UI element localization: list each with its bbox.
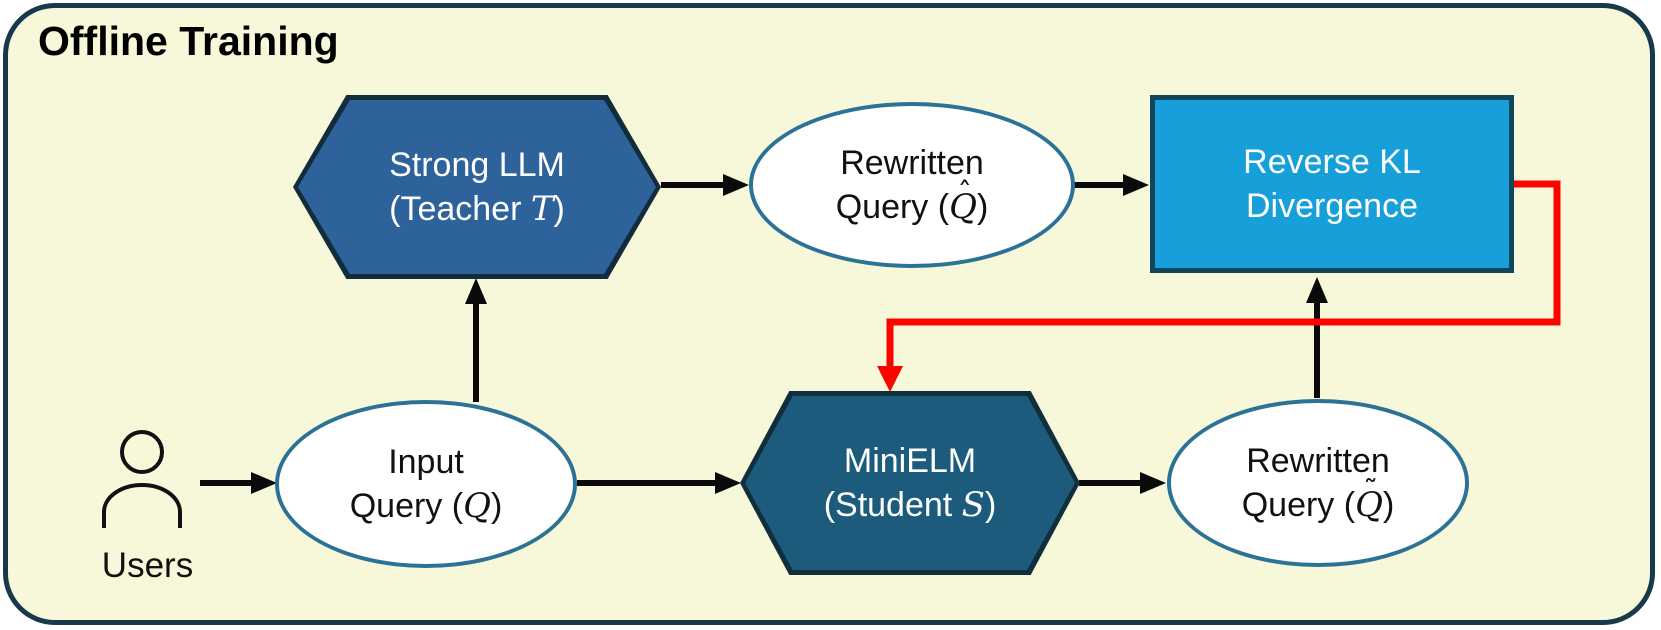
input-query-line2: Query (Q) — [349, 486, 503, 526]
arrow-feedback-reverse-kl-to-student — [877, 180, 1561, 392]
arrow-rewritten-query-hat-to-reverse-kl — [1074, 174, 1149, 196]
users-label: Users — [101, 546, 194, 585]
rewritten-query-hat-line1: Rewritten — [840, 143, 984, 182]
node-minielm-student: MiniELM (Student S) — [740, 391, 1080, 575]
teacher-label-line1: Strong LLM — [389, 145, 565, 184]
arrow-users-to-input-query — [200, 472, 277, 494]
rewritten-query-tilde-line2: Query (Q˜) — [1241, 474, 1395, 525]
tilde-accent: ˜ — [1363, 474, 1378, 509]
input-query-line1: Input — [388, 442, 464, 481]
teacher-label-line2: (Teacher T) — [389, 189, 565, 229]
student-label-line2: (Student S) — [823, 485, 997, 525]
arrow-teacher-to-rewritten-query-hat — [661, 174, 749, 196]
reverse-kl-line1: Reverse KL — [1243, 142, 1421, 181]
node-strong-llm-teacher: Strong LLM (Teacher T) — [293, 95, 661, 279]
reverse-kl-line2: Divergence — [1246, 187, 1418, 225]
hat-accent: ˆ — [957, 176, 972, 211]
arrow-input-query-to-teacher — [465, 278, 487, 402]
node-input-query: Input Query (Q) — [275, 400, 577, 568]
rewritten-query-tilde-line1: Rewritten — [1246, 441, 1390, 480]
arrow-rewritten-query-tilde-to-reverse-kl — [1306, 277, 1328, 398]
node-reverse-kl-divergence: Reverse KL Divergence — [1150, 95, 1514, 273]
users-icon — [102, 430, 182, 528]
node-rewritten-query-tilde: Rewritten Query (Q˜) — [1167, 399, 1469, 567]
diagram-title: Offline Training — [38, 18, 339, 64]
arrow-student-to-rewritten-query-tilde — [1079, 472, 1166, 494]
student-label-line1: MiniELM — [843, 441, 977, 480]
arrow-input-query-to-student — [577, 472, 741, 494]
